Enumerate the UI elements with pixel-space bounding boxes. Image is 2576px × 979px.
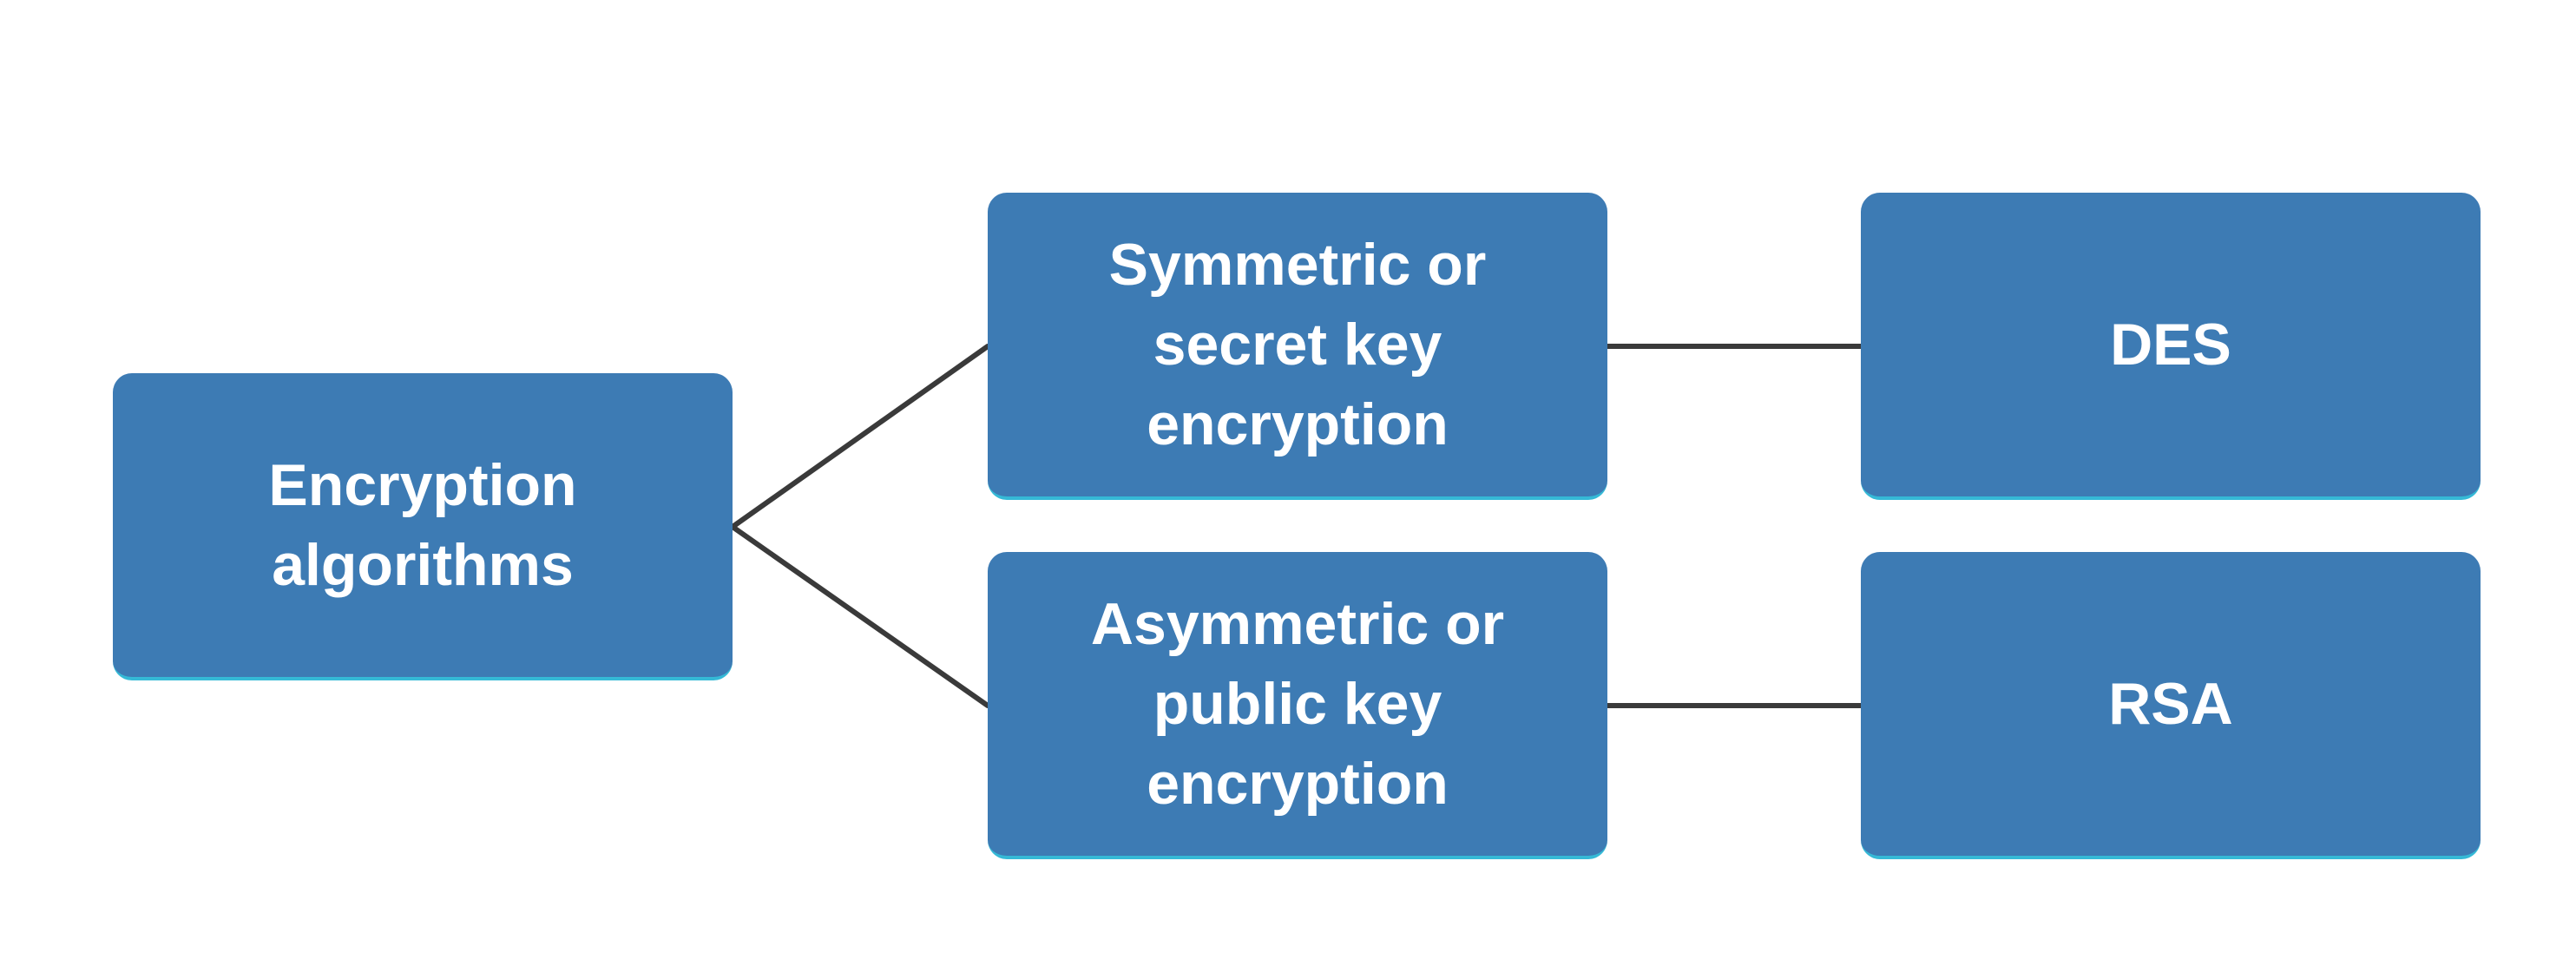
node-des-label: DES [2110,312,2231,378]
node-encryption-algorithms: Encryption algorithms [113,373,733,680]
node-asymmetric-encryption: Asymmetric or public key encryption [988,552,1607,859]
node-symmetric-encryption: Symmetric or secret key encryption [988,193,1607,500]
node-rsa: RSA [1861,552,2481,859]
node-encryption-algorithms-label: Encryption algorithms [268,452,577,598]
node-rsa-label: RSA [2108,671,2233,737]
node-symmetric-encryption-label: Symmetric or secret key encryption [1108,232,1487,457]
node-asymmetric-encryption-label: Asymmetric or public key encryption [1090,591,1505,817]
edge-root-symmetric [730,344,990,529]
edge-root-asymmetric [730,524,990,708]
node-des: DES [1861,193,2481,500]
